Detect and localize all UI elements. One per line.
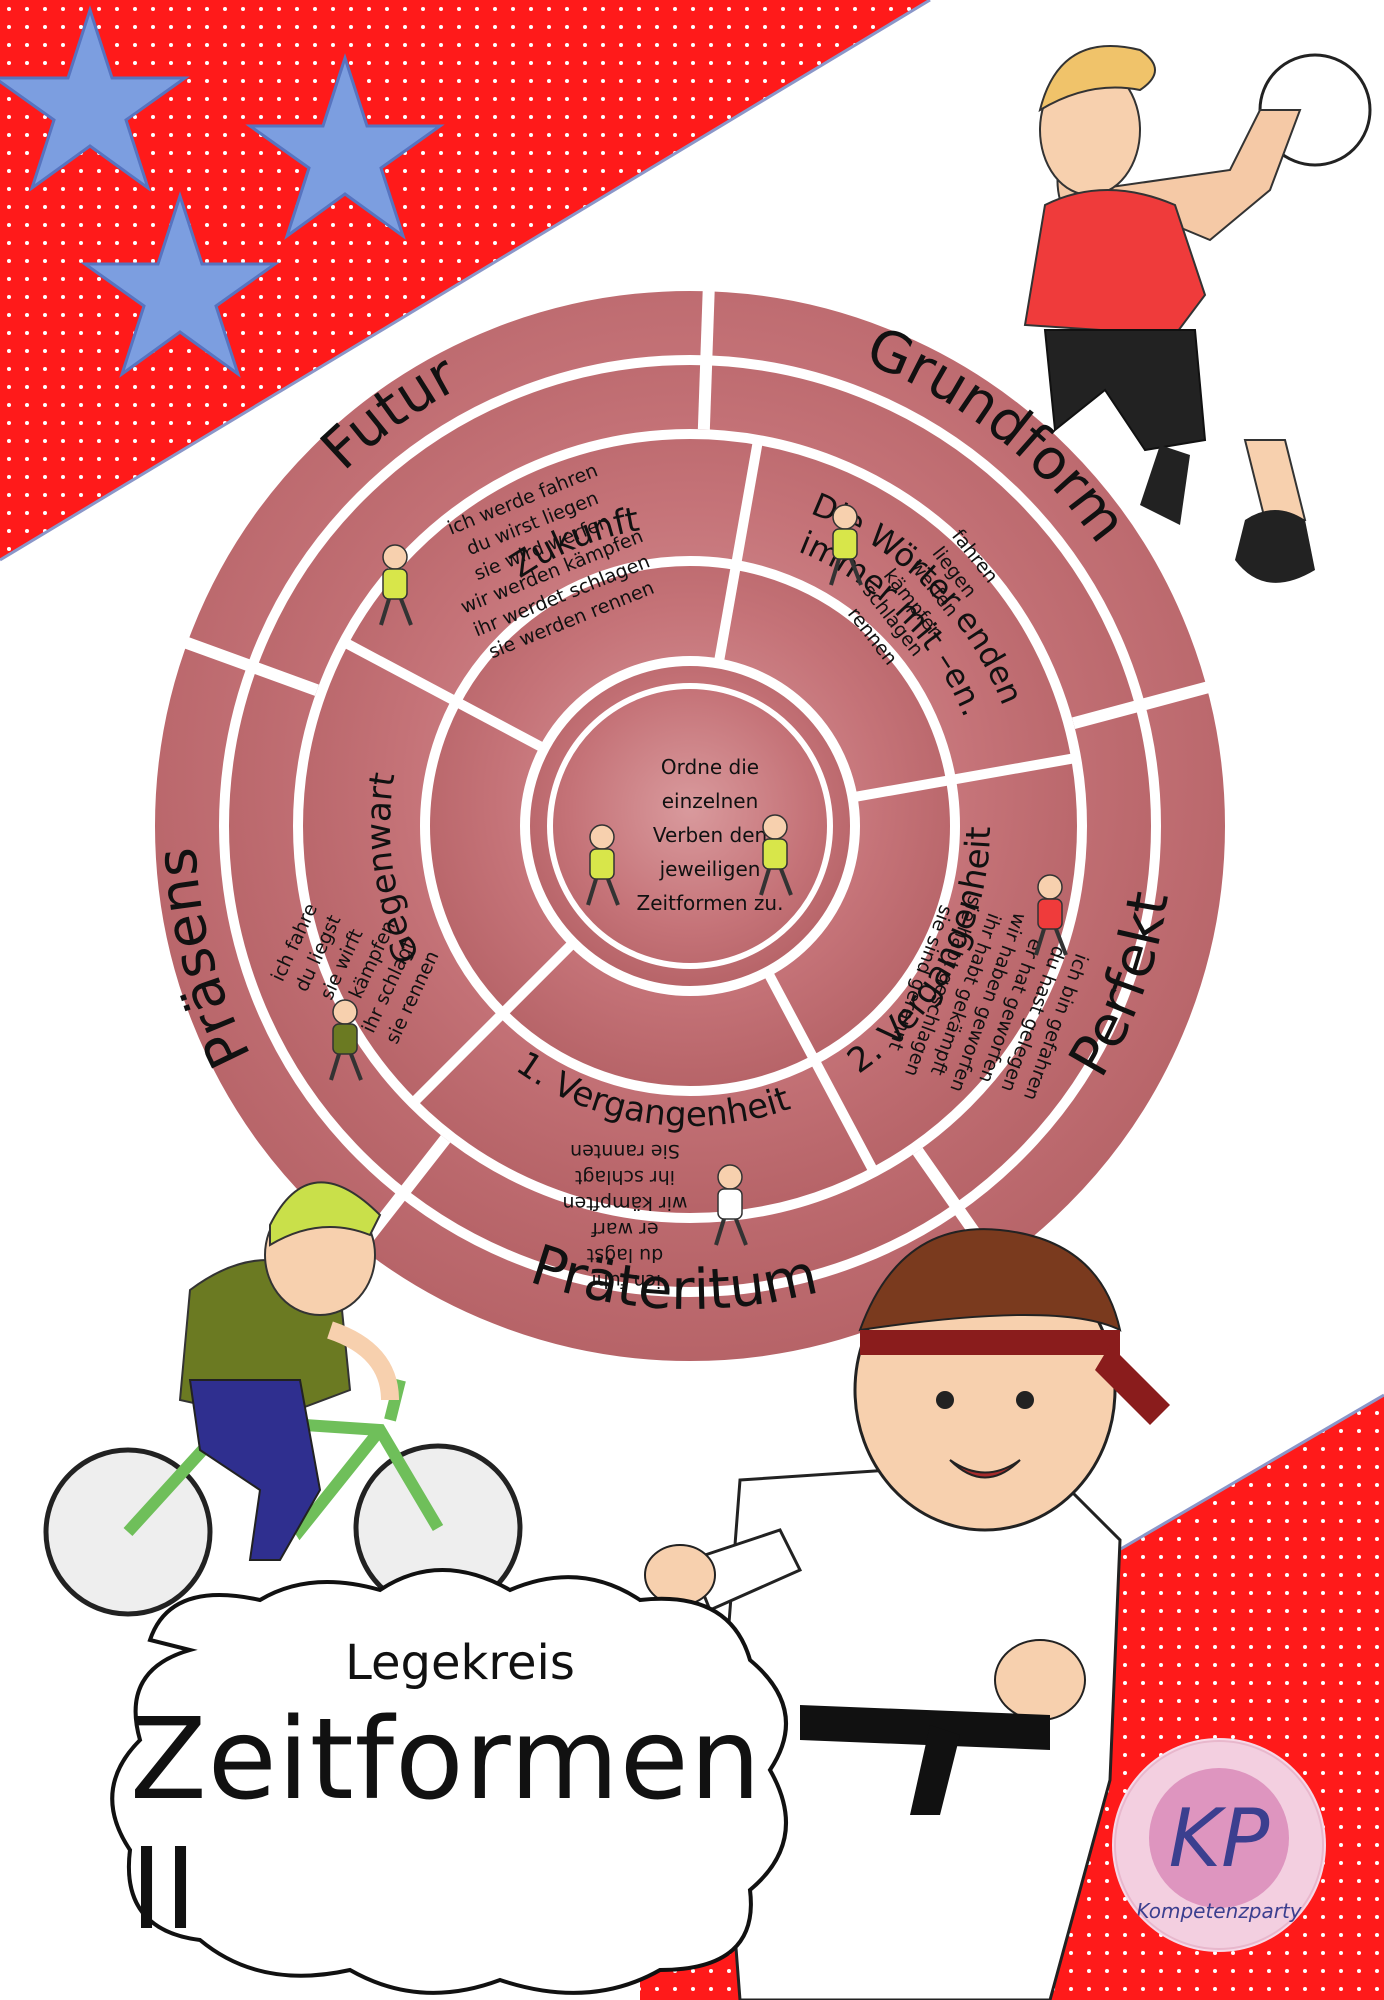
handball-boy-icon xyxy=(1034,874,1068,956)
verb-form: Sie rannten xyxy=(570,1140,680,1162)
star-icon xyxy=(245,53,445,240)
handball-player-illustration xyxy=(1023,45,1372,583)
verb-form: ihr schlagt xyxy=(575,1166,675,1188)
wheel-spoke xyxy=(854,753,1077,802)
star-icon xyxy=(0,5,190,192)
center-badminton-icon xyxy=(586,824,620,906)
verb-form: er warf xyxy=(590,1218,659,1240)
forms-praeteritum: ich fuhr du lagst er warf wir kämpften ihr s… xyxy=(562,1140,687,1292)
title-big: Zeitformen II xyxy=(130,1695,762,1955)
karate-boy-icon xyxy=(714,1164,748,1246)
title-card: Legekreis Zeitformen II xyxy=(130,1610,790,1955)
star-icon xyxy=(80,191,280,378)
runner-girl-icon xyxy=(379,544,413,626)
center-instruction-line: Zeitformen zu. xyxy=(637,891,784,915)
wheel-center-border xyxy=(547,683,833,969)
verb-form: ich fuhr xyxy=(589,1270,662,1292)
wheel-center xyxy=(520,656,860,996)
badminton-girl-icon xyxy=(829,504,863,586)
center-instruction-line: Ordne die xyxy=(661,755,759,779)
center-instruction-line: einzelnen xyxy=(662,789,759,813)
wheel-spoke xyxy=(697,286,715,430)
title-small: Legekreis xyxy=(345,1635,575,1691)
center-runner-icon xyxy=(759,814,793,896)
wheel-spoke xyxy=(1071,680,1214,730)
kompetenzparty-logo: KP Kompetenzparty xyxy=(1112,1738,1326,1952)
karate-kid-illustration xyxy=(644,1228,1170,2000)
wheel-spoke xyxy=(341,637,545,752)
cyclist-icon xyxy=(329,999,363,1081)
wheel-spoke xyxy=(409,941,575,1107)
center-instruction-line: Verben den xyxy=(653,823,767,847)
center-instruction-line: jeweiligen xyxy=(659,857,761,881)
verb-form: du lagst xyxy=(587,1244,663,1266)
cyclist-illustration xyxy=(43,1181,523,1617)
title-cloud-shape xyxy=(110,1568,788,1995)
verb-form: wir kämpften xyxy=(562,1192,687,1214)
wheel-spoke xyxy=(764,971,879,1175)
wheel-spoke xyxy=(714,439,763,662)
logo-text: Kompetenzparty xyxy=(1136,1899,1302,1923)
wheel-spoke xyxy=(180,635,319,696)
logo-letters: KP xyxy=(1169,1792,1270,1885)
